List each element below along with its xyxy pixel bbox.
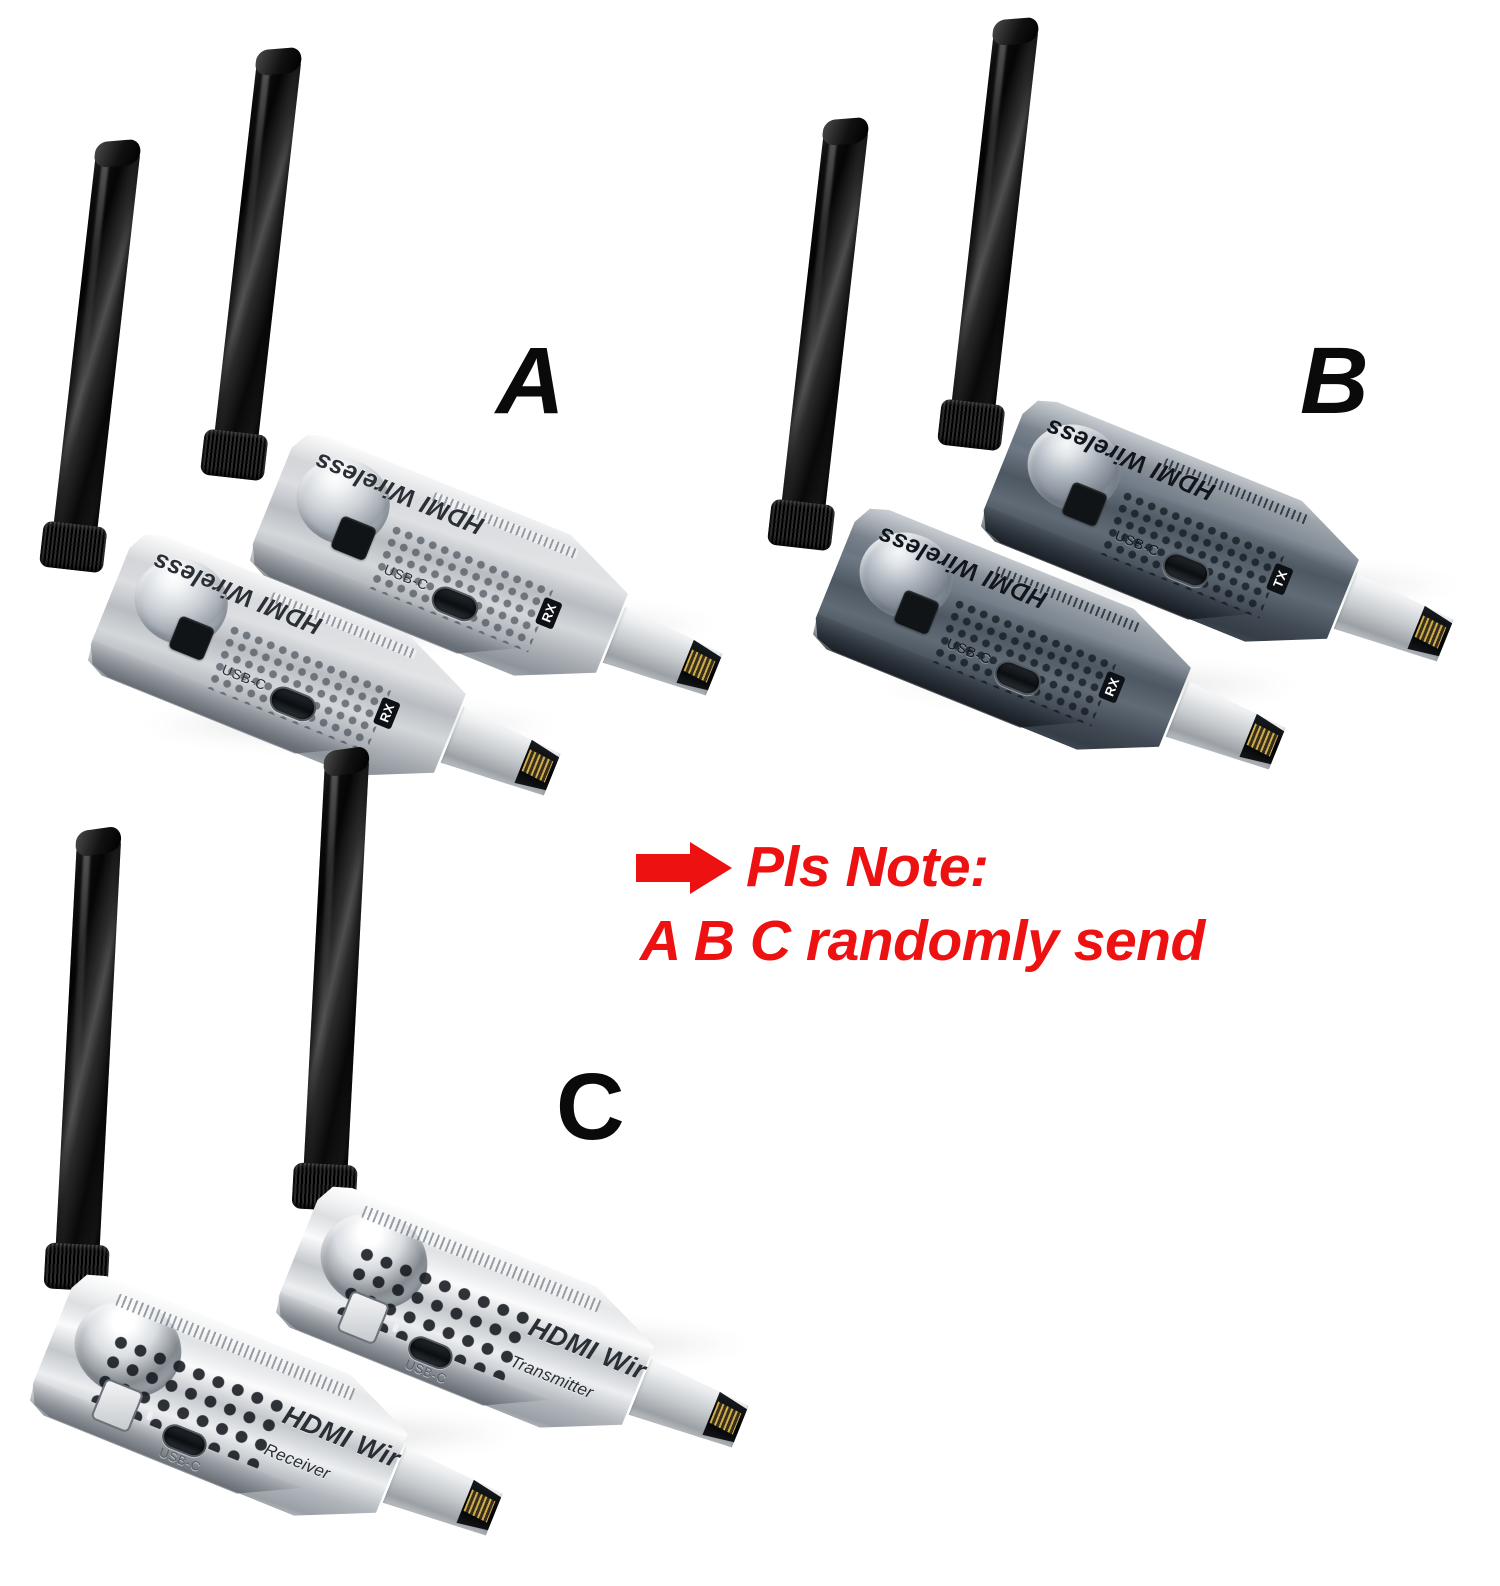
antenna-rod xyxy=(780,118,870,521)
note-line-2: A B C randomly send xyxy=(640,908,1205,973)
antenna-knurl-joint xyxy=(937,398,1006,452)
hdmi-connector xyxy=(628,1354,754,1458)
antenna-rod xyxy=(55,829,122,1262)
variant-group-b: B USB-C HDMI Wireless TX xyxy=(740,0,1500,780)
variant-label-c: C xyxy=(556,1054,625,1160)
hdmi-connector xyxy=(1165,676,1291,780)
variant-group-c: C USB-C HDMI Wireless Transmitter xyxy=(0,720,780,1500)
antenna-knurl-joint xyxy=(200,428,269,482)
hdmi-connector xyxy=(602,602,728,706)
right-arrow-icon xyxy=(636,841,732,894)
antenna-rod xyxy=(52,140,142,543)
hdmi-connector xyxy=(1333,568,1459,672)
note-headline-row: Pls Note: xyxy=(636,835,1496,900)
product-image-canvas: A USB-C HDMI Wireless RX xyxy=(0,0,1500,1500)
antenna-knurl-joint xyxy=(767,498,836,552)
antenna-rod xyxy=(213,48,303,451)
antenna-knurl-joint xyxy=(39,520,108,574)
variant-group-a: A USB-C HDMI Wireless RX xyxy=(0,0,760,780)
antenna-c-lower xyxy=(43,825,122,1292)
antenna-c-upper xyxy=(291,745,370,1212)
antenna-b-lower xyxy=(767,116,870,552)
note-line-1: Pls Note: xyxy=(746,835,989,899)
please-note-block: Pls Note: A B C randomly send xyxy=(636,835,1496,974)
variant-label-a: A xyxy=(496,328,565,434)
antenna-a-lower xyxy=(39,138,142,574)
antenna-rod xyxy=(303,749,370,1182)
variant-label-b: B xyxy=(1300,328,1369,434)
hdmi-connector xyxy=(382,1442,508,1546)
antenna-rod xyxy=(950,18,1040,421)
antenna-b-upper xyxy=(937,16,1040,452)
antenna-a-upper xyxy=(200,46,303,482)
